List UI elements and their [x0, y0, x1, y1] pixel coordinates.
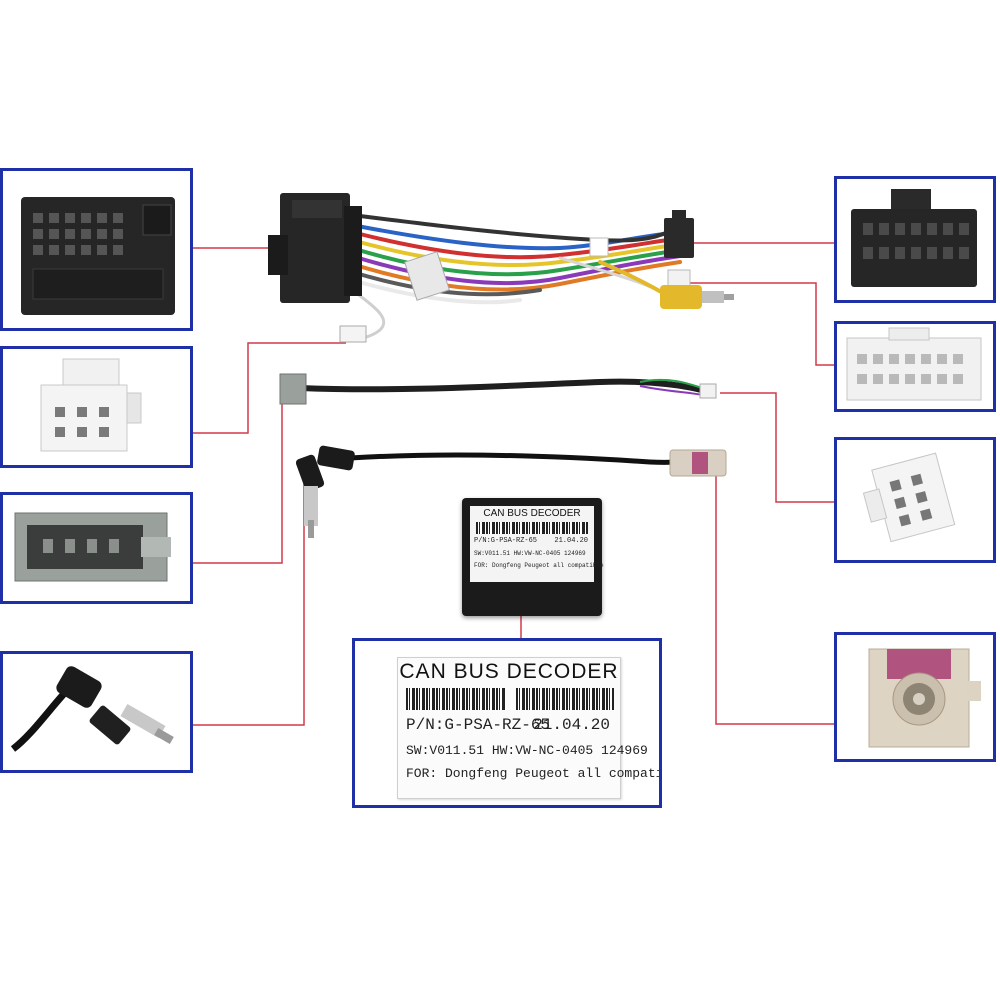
- frame-white-small: [0, 346, 193, 468]
- decoder-label-for: FOR: Dongfeng Peugeot all compatible: [406, 766, 662, 781]
- decoder-label-pn: P/N:G-PSA-RZ-65: [406, 716, 551, 734]
- leader-line-grey: [192, 398, 283, 564]
- decoder-box-sw: SW:V011.51 HW:VW-NC-0405 124969: [474, 550, 586, 557]
- main-plug-connector: [268, 193, 362, 303]
- leader-line-white-small: [192, 342, 346, 434]
- main-harness: [348, 213, 682, 341]
- can-bus-decoder-box: CAN BUS DECODER P/N:G-PSA-RZ-65 21.04.20…: [462, 498, 604, 616]
- frame-white-16pin: [834, 321, 996, 412]
- grey-cable: [279, 373, 717, 405]
- leader-line-white-6: [720, 392, 835, 503]
- decoder-label-sticker: CAN BUS DECODER P/N:G-PSA-RZ-65 21.04.20…: [397, 657, 659, 799]
- frame-white-6pin: [834, 437, 996, 563]
- decoder-label-barcode-left: [406, 688, 506, 710]
- decoder-box-sticker: CAN BUS DECODER P/N:G-PSA-RZ-65 21.04.20…: [470, 506, 604, 582]
- frame-fakra-connector: [834, 632, 996, 762]
- frame-antenna-plug: [0, 651, 193, 773]
- decoder-box-for: FOR: Dongfeng Peugeot all compatible: [474, 562, 604, 569]
- leader-lines: [192, 242, 835, 726]
- antenna-cable: [295, 445, 727, 538]
- decoder-label-date: 21.04.20: [533, 716, 610, 734]
- harness-tags: [404, 237, 609, 301]
- decoder-box-pn: P/N:G-PSA-RZ-65: [474, 537, 538, 545]
- decoder-label-title: CAN BUS DECODER: [399, 660, 619, 683]
- decoder-label-sw: SW:V011.51 HW:VW-NC-0405 124969: [406, 743, 648, 758]
- frame-decoder-label: CAN BUS DECODER P/N:G-PSA-RZ-65 21.04.20…: [352, 638, 662, 808]
- grey-connector-image: [14, 512, 171, 582]
- leader-line-white-16: [690, 282, 835, 366]
- decoder-box-date: 21.04.20: [554, 537, 588, 545]
- white-16pin-connector-image: [846, 327, 982, 401]
- antenna-plug-image: [10, 666, 174, 752]
- frame-iso-connector: [834, 176, 996, 303]
- leader-line-antenna: [192, 465, 305, 726]
- frame-grey-connector: [0, 492, 193, 604]
- white-6pin-connector-image: [862, 452, 956, 543]
- frame-main-plug: [0, 168, 193, 331]
- main-plug-closeup-image: [21, 197, 175, 315]
- decoder-box-barcode: [476, 522, 588, 534]
- rca-connector: [660, 285, 734, 309]
- white-small-connector-image: [40, 358, 142, 452]
- iso-plug-connector: [664, 210, 694, 258]
- decoder-box-title: CAN BUS DECODER: [483, 508, 581, 519]
- harness-white-small-plug: [339, 325, 367, 343]
- iso-connector-image: [851, 189, 977, 287]
- leader-line-fakra: [715, 470, 835, 725]
- fakra-connector-image: [868, 648, 981, 748]
- decoder-label-barcode-right: [516, 688, 614, 710]
